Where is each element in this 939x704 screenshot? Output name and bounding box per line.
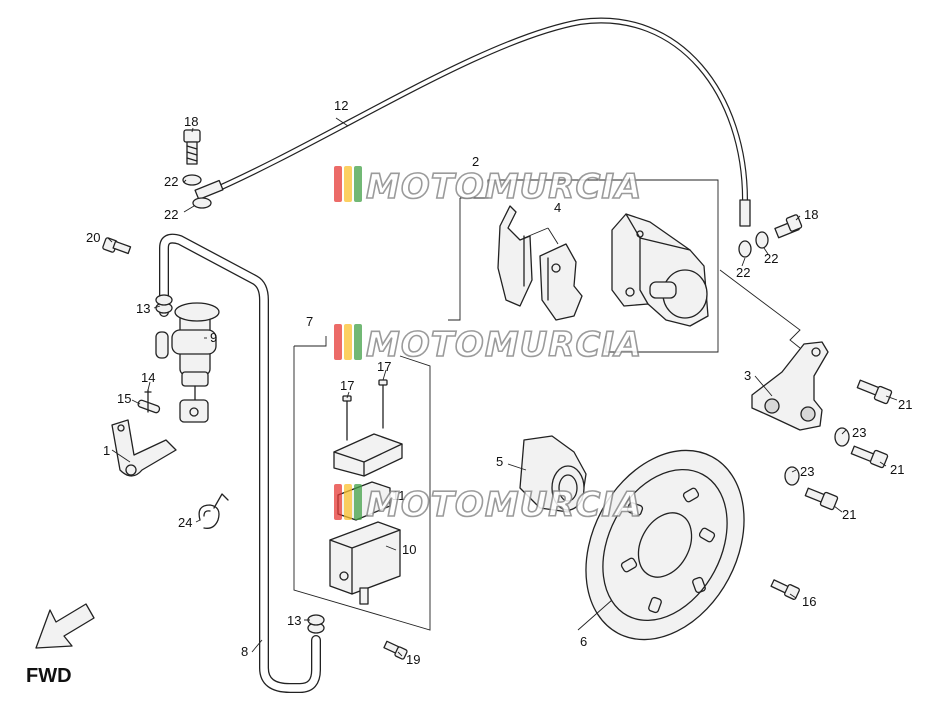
reservoir-hose-8 <box>159 233 321 693</box>
callout-5: 5 <box>496 454 503 469</box>
hose-clip-13-lower <box>307 614 325 634</box>
bracket-bolt-21-c <box>804 487 839 511</box>
reservoir-cap-11 <box>333 433 403 477</box>
watermark-top: MOTOMURCIA <box>334 166 642 208</box>
watermark-stripes-icon <box>334 324 362 360</box>
callout-20: 20 <box>86 230 100 245</box>
caliper-bracket-3 <box>751 341 829 431</box>
callout-1: 1 <box>103 443 110 458</box>
callout-22-right-b: 22 <box>764 251 778 266</box>
brake-disc-6 <box>585 449 745 641</box>
bracket-bolt-21-b <box>850 445 889 469</box>
washer-22-right <box>738 231 769 258</box>
banjo-bolt-18-right <box>774 214 803 239</box>
brake-hose-12 <box>194 17 751 227</box>
watermark-text: MOTOMURCIA <box>366 485 642 525</box>
callout-12: 12 <box>334 98 348 113</box>
watermark-text: MOTOMURCIA <box>366 325 642 365</box>
callout-6: 6 <box>580 634 587 649</box>
caliper-group-frame-2 <box>448 179 719 353</box>
callout-18-upper: 18 <box>184 114 198 129</box>
callout-9: 9 <box>210 330 217 345</box>
callout-17-right: 17 <box>377 359 391 374</box>
watermark-stripes-icon <box>334 484 362 520</box>
callout-19: 19 <box>406 652 420 667</box>
reservoir-screws-17 <box>342 379 388 441</box>
washer-22-upper <box>182 174 212 209</box>
reservoir-group-frame-7 <box>293 336 431 631</box>
callout-labels: 1 2 3 4 5 6 7 8 9 10 11 12 13 13 14 15 1… <box>86 98 912 667</box>
brake-caliper-2 <box>611 213 709 327</box>
callout-18-right: 18 <box>804 207 818 222</box>
callout-8: 8 <box>241 644 248 659</box>
callout-21-a: 21 <box>898 397 912 412</box>
master-cylinder-9 <box>155 302 220 423</box>
bolt-20 <box>102 237 132 255</box>
disc-hub-5 <box>519 435 587 513</box>
forward-arrow-icon <box>35 603 95 649</box>
callout-11: 11 <box>392 488 406 503</box>
bolt-19 <box>383 640 408 660</box>
forward-direction-indicator: FWD <box>26 603 95 687</box>
callout-16: 16 <box>802 594 816 609</box>
callout-21-b: 21 <box>890 462 904 477</box>
callout-21-c: 21 <box>842 507 856 522</box>
callout-17-left: 17 <box>340 378 354 393</box>
callout-3: 3 <box>744 368 751 383</box>
pin-15-clip-14 <box>137 389 161 414</box>
callout-15: 15 <box>117 391 131 406</box>
callout-7: 7 <box>306 314 313 329</box>
pedal-link-1 <box>111 419 177 477</box>
hose-clip-13-upper <box>155 294 173 314</box>
washer-23 <box>784 427 850 486</box>
callout-23-b: 23 <box>800 464 814 479</box>
bracket-bolt-21-a <box>856 379 893 405</box>
watermark-text: MOTOMURCIA <box>366 167 642 207</box>
banjo-bolt-18-upper <box>183 129 201 165</box>
callout-13-upper: 13 <box>136 301 150 316</box>
callout-24: 24 <box>178 515 192 530</box>
callout-13-lower: 13 <box>287 613 301 628</box>
direction-label: FWD <box>26 665 72 687</box>
callout-22-right-a: 22 <box>736 265 750 280</box>
callout-2: 2 <box>472 154 479 169</box>
brake-pads-4 <box>497 205 583 321</box>
spring-clip-24 <box>198 493 229 529</box>
callout-22-upper-b: 22 <box>164 207 178 222</box>
watermark-lower: MOTOMURCIA <box>334 484 642 526</box>
disc-bolt-16 <box>770 579 800 600</box>
callout-14: 14 <box>141 370 155 385</box>
watermark-middle: MOTOMURCIA <box>334 324 642 366</box>
leader-lines <box>107 117 898 657</box>
callout-23-a: 23 <box>852 425 866 440</box>
callout-4: 4 <box>554 200 561 215</box>
callout-10: 10 <box>402 542 416 557</box>
watermark-stripes-icon <box>334 166 362 202</box>
callout-22-upper-a: 22 <box>164 174 178 189</box>
